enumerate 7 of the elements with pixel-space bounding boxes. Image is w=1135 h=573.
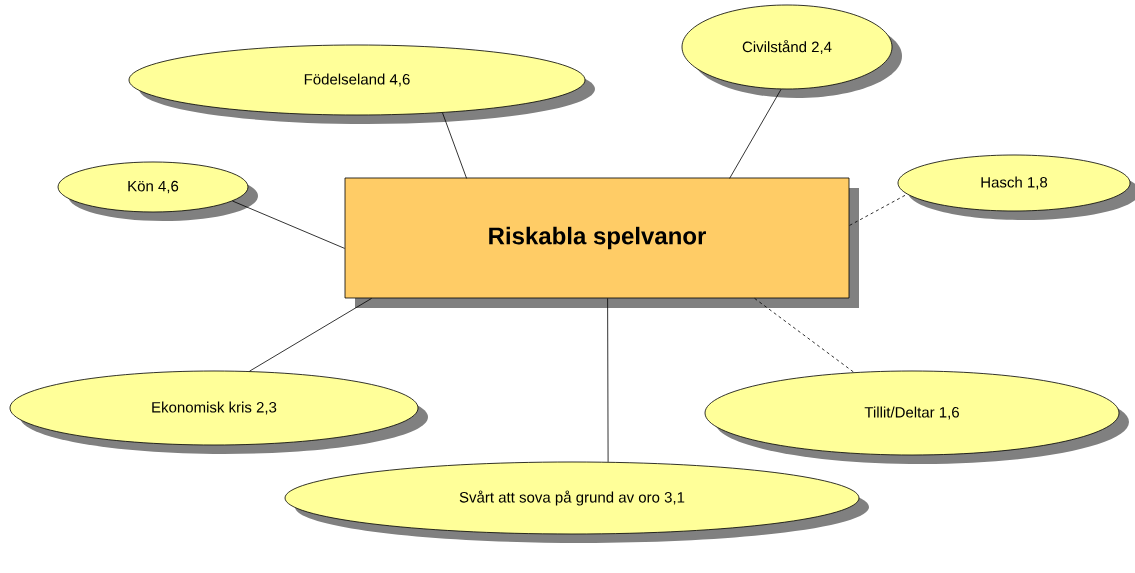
connector-line	[249, 298, 372, 372]
title-box: Riskabla spelvanor	[344, 177, 859, 308]
connector-line	[849, 193, 908, 226]
connector-line	[729, 88, 782, 179]
connector-line	[607, 298, 609, 463]
connector-line	[442, 112, 467, 179]
connector-line	[232, 200, 345, 249]
